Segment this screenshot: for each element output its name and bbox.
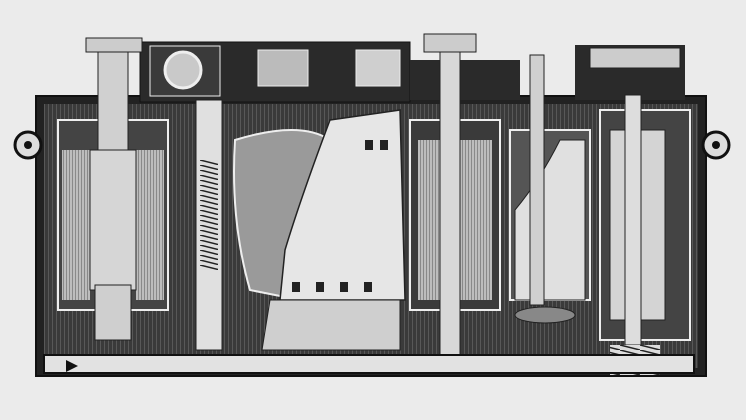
take-up-spool [409,33,501,357]
film-strip [261,109,406,351]
left-film-spool [57,37,169,341]
viewfinder-window [149,45,401,97]
base-plate [43,354,695,374]
spring-mechanism [195,99,223,351]
arrow-marker-icon [66,360,78,372]
film-cassette [509,54,591,324]
